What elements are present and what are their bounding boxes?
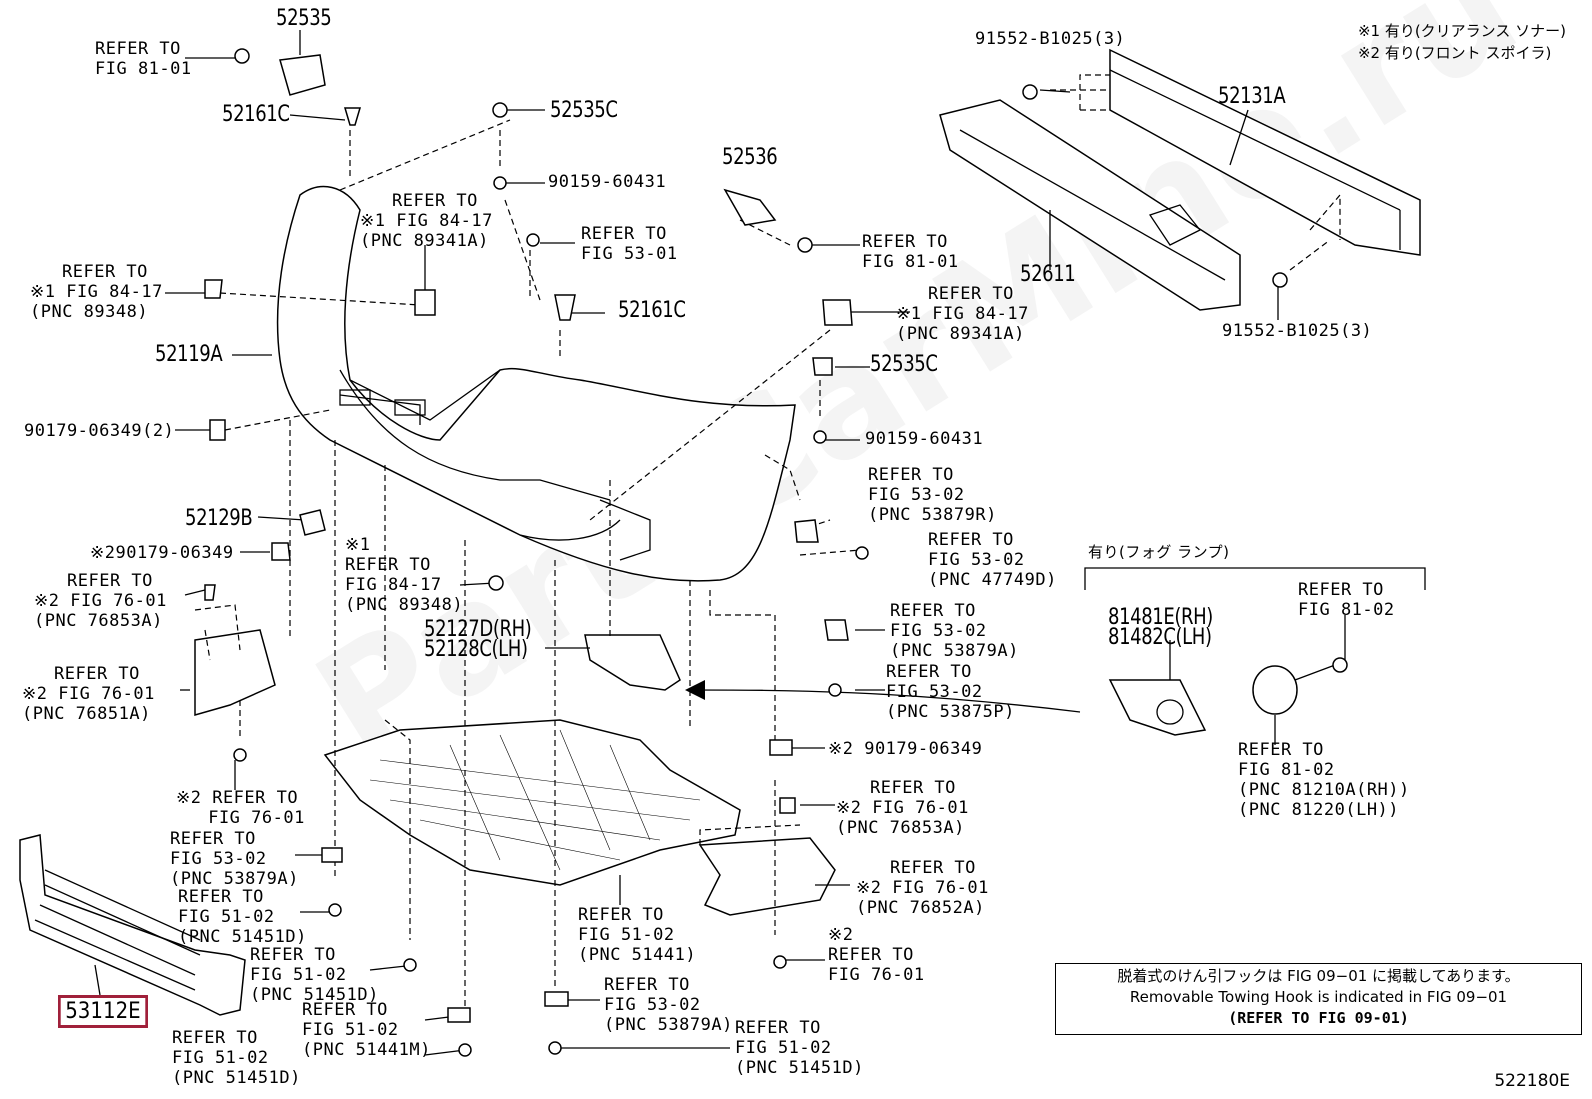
part-90179-c[interactable]: ※2 90179-06349	[828, 739, 983, 759]
reinforcement-52131a	[1109, 48, 1421, 256]
ref-fig51-a[interactable]: REFER TO FIG 51-02 (PNC 51451D)	[178, 887, 307, 947]
part-52119a[interactable]: 52119A	[155, 342, 223, 367]
lower-grille-53112e	[19, 834, 246, 1016]
ref-fig53-f[interactable]: REFER TO FIG 53-02 (PNC 53879A)	[170, 829, 299, 889]
ref-fig76-e[interactable]: ※2 FIG 76-01 (PNC 76852A)	[856, 878, 989, 918]
bracket-76851a	[194, 629, 276, 716]
ref-fig76-d-head[interactable]: REFER TO	[870, 778, 956, 798]
ref-fig51-e[interactable]: REFER TO FIG 51-02 (PNC 51441)	[578, 905, 697, 965]
ref-fig51-c[interactable]: REFER TO FIG 51-02 (PNC 51441M)	[302, 1000, 431, 1060]
note-line-2: Removable Towing Hook is indicated in FI…	[1129, 988, 1508, 1006]
part-52535c-lower[interactable]: 52535C	[870, 352, 938, 377]
part-52535[interactable]: 52535	[276, 6, 332, 31]
figure-id: 522180E	[1494, 1071, 1570, 1091]
part-52536[interactable]: 52536	[722, 145, 778, 170]
part-81481e[interactable]: 81481E(RH)	[1108, 605, 1213, 630]
ref-fig76-e-head[interactable]: REFER TO	[890, 858, 976, 878]
ref-fig76-b[interactable]: ※2 FIG 76-01 (PNC 76851A)	[22, 684, 155, 724]
part-90159-upper[interactable]: 90159-60431	[548, 172, 667, 192]
ref-fig84-a-head[interactable]: REFER TO	[392, 191, 478, 211]
ref-fig81-a[interactable]: REFER TO FIG 81-01	[95, 39, 192, 79]
ref-fig84-b[interactable]: ※1 FIG 84-17 (PNC 89348)	[30, 282, 163, 322]
ref-fig51-b[interactable]: REFER TO FIG 51-02 (PNC 51451D)	[250, 945, 379, 1005]
ref-fig84-c-head[interactable]: REFER TO	[928, 284, 1014, 304]
part-52161c-lower[interactable]: 52161C	[618, 298, 686, 323]
ref-fig76-a[interactable]: ※2 FIG 76-01 (PNC 76853A)	[34, 591, 167, 631]
ref-fig76-b-head[interactable]: REFER TO	[54, 664, 140, 684]
ref-fig51-f[interactable]: REFER TO FIG 51-02 (PNC 51451D)	[735, 1018, 864, 1078]
part-52131a[interactable]: 52131A	[1218, 84, 1286, 109]
part-52611[interactable]: 52611	[1020, 262, 1076, 287]
fog-lamp	[1252, 665, 1298, 715]
part-90159-lower[interactable]: 90159-60431	[865, 429, 984, 449]
part-90179-a[interactable]: 90179-06349(2)	[24, 421, 175, 441]
legend-note-2: ※2 有り(フロント スポイラ)	[1357, 44, 1552, 62]
ref-fig76-c[interactable]: ※2 REFER TO FIG 76-01	[176, 788, 305, 828]
ref-fig51-d[interactable]: REFER TO FIG 51-02 (PNC 51451D)	[172, 1028, 301, 1088]
part-90179-b[interactable]: ※290179-06349	[90, 543, 234, 563]
ref-fig53-a[interactable]: REFER TO FIG 53-01	[581, 224, 678, 264]
part-52127d[interactable]: 52127D(RH)	[424, 617, 532, 642]
ref-fig81-b[interactable]: REFER TO FIG 81-01	[862, 232, 959, 272]
ref-fig81-c[interactable]: REFER TO FIG 81-02	[1298, 580, 1395, 620]
ref-fig84-a[interactable]: ※1 FIG 84-17 (PNC 89341A)	[360, 211, 493, 251]
spoiler-76852a	[698, 837, 836, 916]
ref-fig84-c[interactable]: ※1 FIG 84-17 (PNC 89341A)	[896, 304, 1029, 344]
legend-note-1: ※1 有り(クリアランス ソナー)	[1357, 22, 1566, 40]
fog-lamp-group-label: 有り(フォグ ランプ)	[1088, 543, 1230, 561]
ref-fig76-d[interactable]: ※2 FIG 76-01 (PNC 76853A)	[836, 798, 969, 838]
absorber-52611	[939, 99, 1241, 311]
note-line-3[interactable]: (REFER TO FIG 09-01)	[1228, 1009, 1409, 1027]
move-arrow	[689, 689, 1081, 713]
ref-fig76-a-head[interactable]: REFER TO	[67, 571, 153, 591]
part-91552-upper[interactable]: 91552-B1025(3)	[975, 29, 1126, 49]
note-line-1: 脱着式のけん引フックは FIG 09−01 に掲載してあります。	[1117, 967, 1520, 985]
ref-fig53-d[interactable]: REFER TO FIG 53-02 (PNC 53879A)	[890, 601, 1019, 661]
towing-hook-note: 脱着式のけん引フックは FIG 09−01 に掲載してあります。 Removab…	[1055, 963, 1582, 1035]
part-81482c[interactable]: 81482C(LH)	[1108, 625, 1212, 650]
engine-undercover	[323, 719, 741, 886]
part-52129b[interactable]: 52129B	[185, 506, 253, 531]
ref-fig53-c[interactable]: REFER TO FIG 53-02 (PNC 47749D)	[928, 530, 1057, 590]
part-52128c[interactable]: 52128C(LH)	[424, 637, 528, 662]
ref-fig53-e[interactable]: REFER TO FIG 53-02 (PNC 53875P)	[886, 662, 1015, 722]
part-91552-lower[interactable]: 91552-B1025(3)	[1222, 321, 1373, 341]
ref-fig84-b-head[interactable]: REFER TO	[62, 262, 148, 282]
ref-fig53-b[interactable]: REFER TO FIG 53-02 (PNC 53879R)	[868, 465, 997, 525]
fog-cover-52127d	[584, 634, 681, 691]
part-52161c-upper[interactable]: 52161C	[222, 102, 290, 127]
ref-fig76-f[interactable]: ※2 REFER TO FIG 76-01	[828, 925, 925, 985]
part-53112e-highlight[interactable]: 53112E	[58, 995, 148, 1028]
ref-fig53-g[interactable]: REFER TO FIG 53-02 (PNC 53879A)	[604, 975, 733, 1035]
ref-fig81-d[interactable]: REFER TO FIG 81-02 (PNC 81210A(RH)) (PNC…	[1238, 740, 1410, 820]
legend: ※1 有り(クリアランス ソナー) ※2 有り(フロント スポイラ)	[1358, 20, 1566, 64]
bumper-cover	[276, 185, 796, 582]
part-52535c-upper[interactable]: 52535C	[550, 98, 618, 123]
ref-fig84-d[interactable]: ※1 REFER TO FIG 84-17 (PNC 89348)	[345, 535, 464, 615]
